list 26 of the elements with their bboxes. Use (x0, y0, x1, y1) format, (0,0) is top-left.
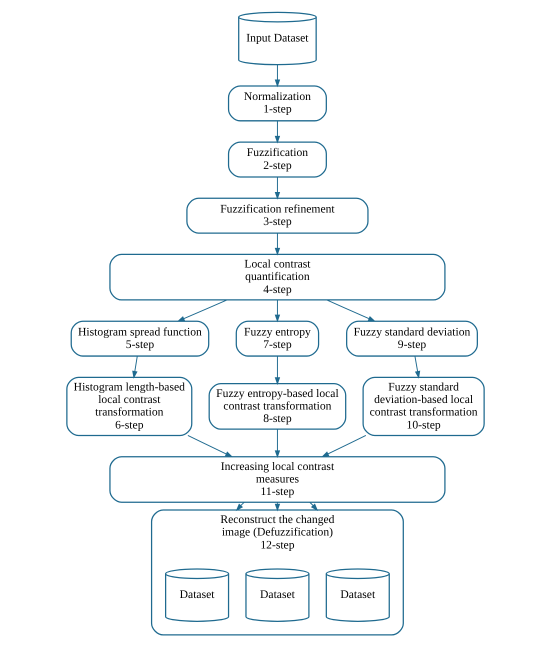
node-box: Normalization 1-step (227, 85, 326, 122)
arrow (320, 435, 366, 458)
node-box: Histogram spread function 5-step (70, 320, 209, 357)
arrow (274, 356, 280, 386)
arrow (274, 429, 280, 458)
arrow (274, 120, 280, 144)
arrow (274, 176, 280, 200)
node-box: Fuzzy entropy 7-step (235, 320, 319, 357)
node-box: Increasing local contrast measures 11-step (108, 456, 446, 503)
arrow (414, 356, 420, 379)
node-box: Histogram length-based local contrast transformation 6-step (66, 376, 192, 436)
node-box: Fuzzification refinement 3-step (186, 198, 368, 234)
node-box: Fuzzy entropy-based local contrast transformation 8-step (208, 383, 346, 430)
arrow (132, 356, 138, 379)
arrow (326, 299, 376, 322)
node-box: Local contrast quantification 4-step (108, 254, 446, 301)
arrow (274, 299, 280, 322)
node-box: Fuzzy standard deviation-based local contrast transformation 10-step (362, 376, 484, 436)
arrow (186, 435, 232, 458)
arrow (308, 502, 318, 512)
arrow (274, 64, 280, 88)
arrow (176, 299, 228, 322)
node-box: Fuzzy standard deviation 9-step (346, 320, 478, 357)
arrow (235, 502, 244, 512)
node-box: Fuzzification 2-step (227, 141, 326, 178)
arrow (274, 232, 280, 256)
